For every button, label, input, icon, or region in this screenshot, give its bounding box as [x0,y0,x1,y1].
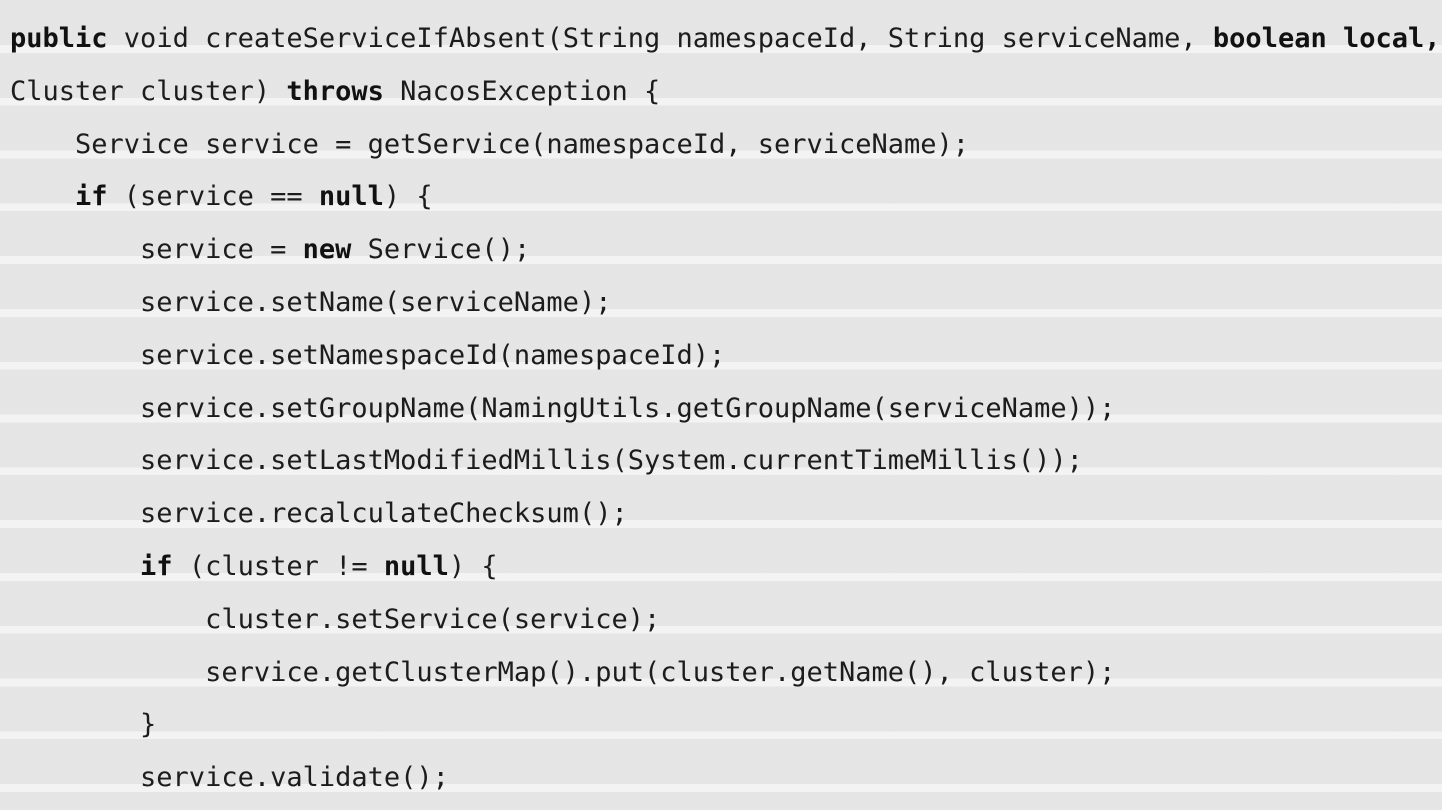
code-line: service.recalculateChecksum(); [10,488,1442,541]
code-text: service = [10,234,303,266]
code-text [10,551,140,582]
code-line: Cluster cluster) throws NacosException { [10,66,1442,119]
code-text: service.getClusterMap().put(cluster.getN… [10,656,1116,688]
code-line: service.setGroupName(NamingUtils.getGrou… [10,383,1442,436]
code-keyword: if [140,550,173,582]
code-keyword: if [75,181,108,213]
code-text: NacosException { [383,75,661,107]
code-text: service.setName(serviceName); [10,286,612,318]
code-text: Service service = getService(namespaceId… [10,128,970,160]
code-text: ) { [383,181,433,213]
code-line: } [10,699,1442,752]
code-line: service.setLastModifiedMillis(System.cur… [10,435,1442,488]
code-text: (service == [107,181,319,213]
code-text: service.validate(); [10,762,449,794]
code-text: service.recalculateChecksum(); [10,498,628,530]
code-text: Cluster cluster) [10,75,287,107]
code-keyword: public [10,23,108,54]
code-line: Service service = getService(namespaceId… [10,119,1442,172]
code-text: (cluster != [172,550,384,582]
code-text: service.setNamespaceId(namespaceId); [10,339,726,371]
code-keyword: throws [286,75,384,107]
code-text [10,181,75,212]
code-text: } [10,709,157,741]
code-line: service.getClusterMap().put(cluster.getN… [10,647,1442,700]
code-snippet: public void createServiceIfAbsent(String… [10,13,1442,805]
code-line: service.setName(serviceName); [10,277,1442,330]
code-text: ) { [448,550,498,582]
code-keyword: boolean local, [1212,23,1441,54]
code-line: service = new Service(); [10,224,1442,277]
code-text: Service(); [351,234,531,266]
code-line: service.setNamespaceId(namespaceId); [10,330,1442,383]
code-keyword: null [318,181,384,213]
code-line: public void createServiceIfAbsent(String… [10,13,1442,66]
code-text: service.setLastModifiedMillis(System.cur… [10,445,1083,477]
code-text: void createServiceIfAbsent(String namesp… [107,23,1213,54]
code-text: service.setGroupName(NamingUtils.getGrou… [10,392,1116,424]
code-line: service.validate(); [10,752,1442,805]
code-keyword: new [302,234,352,266]
code-text: cluster.setService(service); [10,603,661,635]
code-line: if (cluster != null) { [10,541,1442,594]
code-keyword: null [383,550,449,582]
code-line: if (service == null) { [10,171,1442,224]
code-line: cluster.setService(service); [10,594,1442,647]
